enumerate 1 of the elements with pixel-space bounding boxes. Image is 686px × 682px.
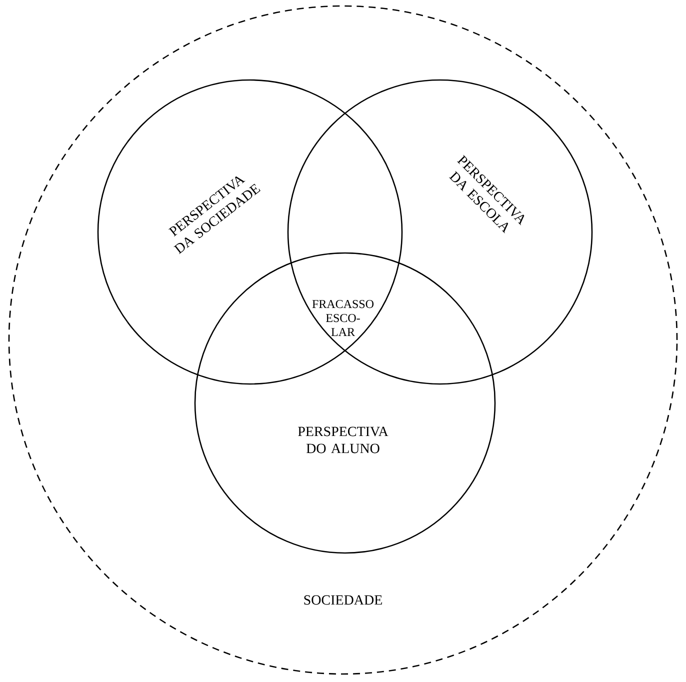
region-label: FRACASSO ESCO- LAR [312, 300, 374, 336]
